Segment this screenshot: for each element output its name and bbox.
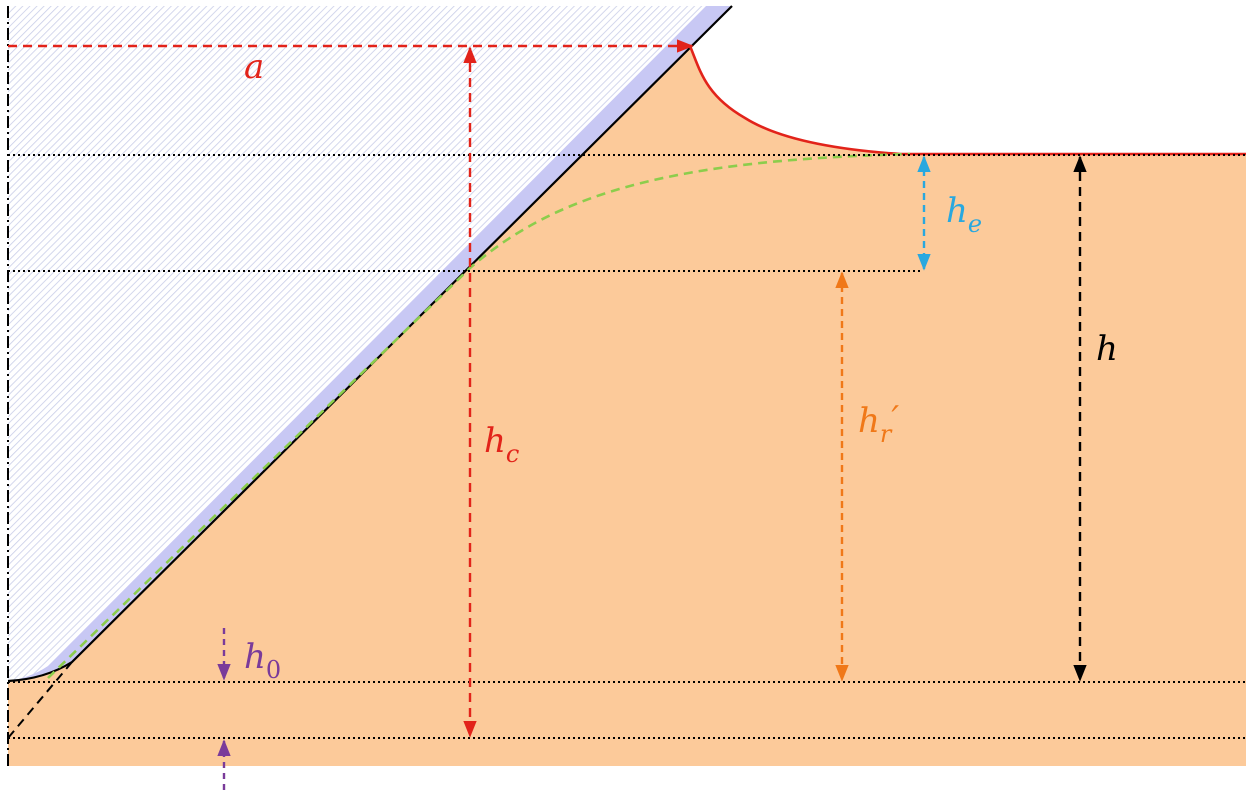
- capillary-profile-curve: [47, 152, 911, 679]
- label-h: h: [1096, 329, 1118, 369]
- label-hc: hc: [484, 421, 519, 468]
- label-hr-prime: hr′: [858, 399, 899, 448]
- meniscus-profile: [688, 45, 1246, 156]
- label-a: a: [244, 47, 264, 87]
- cone-extension-line: [7, 661, 73, 739]
- label-he: he: [946, 191, 982, 238]
- label-h0: h0: [244, 637, 281, 684]
- tip-body: [8, 6, 706, 681]
- tip-coating-band: [8, 6, 732, 681]
- liquid-region: [8, 46, 1246, 766]
